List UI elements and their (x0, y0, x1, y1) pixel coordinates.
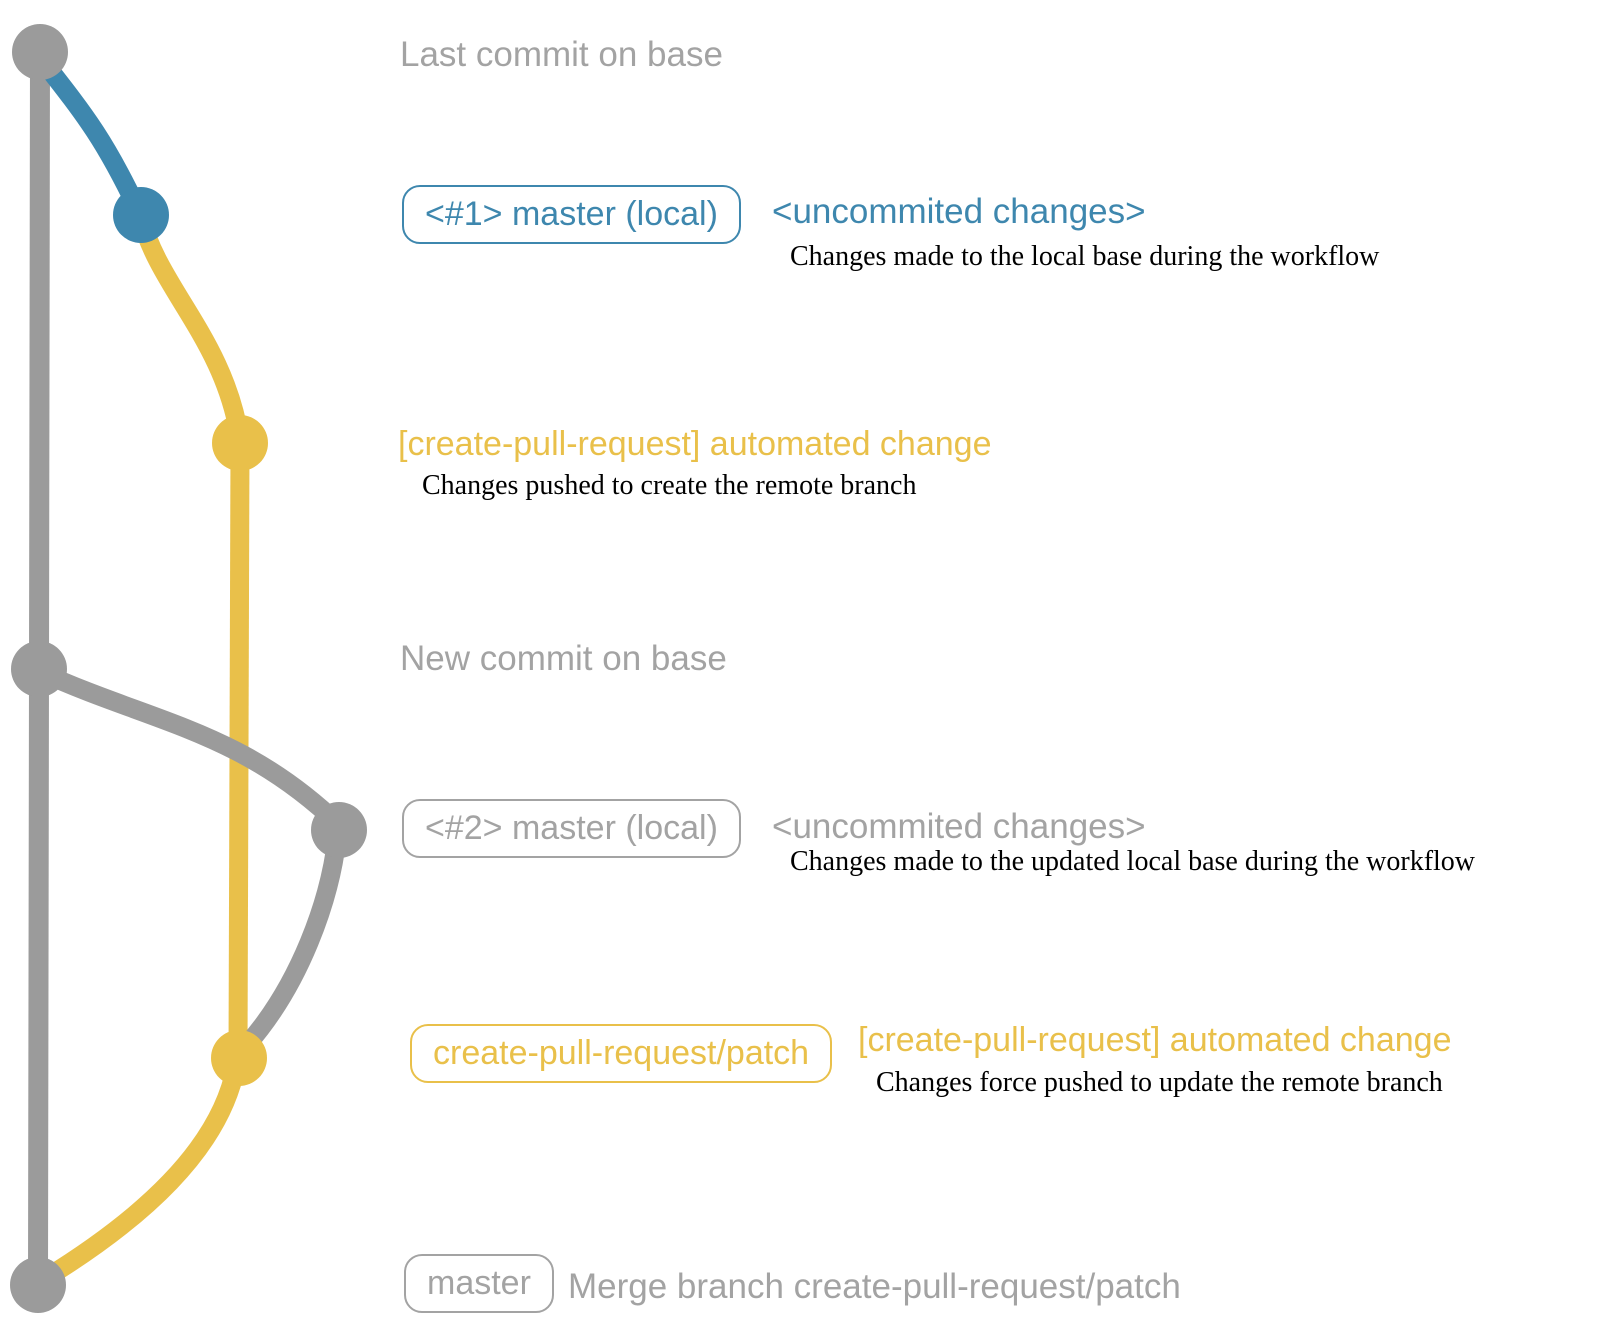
commit-node-patch-2 (211, 1030, 267, 1086)
label-new-commit-on-base: New commit on base (400, 639, 727, 678)
commit-node-local-2 (311, 802, 367, 858)
local-commit-1-edge (34, 54, 148, 217)
force-push-edge (238, 836, 347, 1053)
badge-master: master (404, 1254, 554, 1313)
description-push-create-branch: Changes pushed to create the remote bran… (422, 470, 917, 501)
commit-node-new-base (11, 641, 67, 697)
merge-edge (41, 1064, 246, 1287)
badge-master-local-2: <#2> master (local) (402, 799, 741, 858)
label-uncommited-changes-2: <uncommited changes> (772, 807, 1146, 846)
description-local-changes-2: Changes made to the updated local base d… (790, 846, 1476, 877)
label-last-commit-on-base: Last commit on base (400, 35, 723, 74)
description-local-changes-1: Changes made to the local base during th… (790, 241, 1380, 272)
badge-create-pull-request-patch: create-pull-request/patch (410, 1024, 833, 1083)
patch-branch-edge-1 (131, 215, 250, 442)
label-automated-change-2: [create-pull-request] automated change (858, 1021, 1452, 1059)
badge-master-local-1: <#1> master (local) (402, 185, 741, 244)
commit-node-last-base (12, 24, 68, 80)
local-commit-2-edge (37, 663, 345, 831)
label-automated-change-1: [create-pull-request] automated change (398, 425, 992, 463)
description-force-push-update: Changes force pushed to update the remot… (876, 1067, 1443, 1098)
commit-node-merge (10, 1257, 66, 1313)
label-uncommited-changes-1: <uncommited changes> (772, 192, 1146, 231)
commit-node-patch-1 (212, 415, 268, 471)
label-merge-branch: Merge branch create-pull-request/patch (568, 1267, 1181, 1306)
commit-node-local-1 (113, 187, 169, 243)
